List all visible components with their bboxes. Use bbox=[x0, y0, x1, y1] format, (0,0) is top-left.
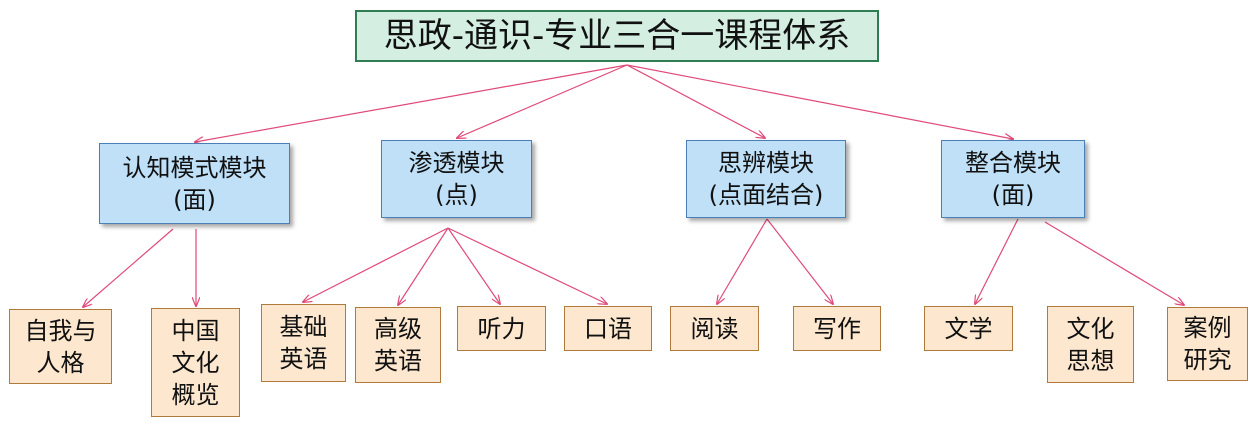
root-node: 思政-通识-专业三合一课程体系 bbox=[355, 10, 879, 62]
leaf-node-advanced-english: 高级 英语 bbox=[355, 307, 441, 383]
edge-module-2-to-leaf-5 bbox=[447, 227, 500, 304]
leaf-node-speaking: 口语 bbox=[564, 306, 652, 351]
edge-module-3-to-leaf-7 bbox=[717, 218, 768, 304]
leaf-node-literature: 文学 bbox=[924, 306, 1013, 351]
module-node-cognitive: 认知模式模块 (面) bbox=[99, 143, 290, 224]
edge-module-1-to-leaf-1 bbox=[83, 228, 174, 307]
leaf-node-reading: 阅读 bbox=[670, 306, 759, 351]
leaf-node-writing: 写作 bbox=[793, 306, 881, 351]
edge-module-2-to-leaf-4 bbox=[398, 227, 449, 305]
leaf-node-self-and-personality: 自我与 人格 bbox=[9, 309, 112, 384]
edge-root-to-module-1 bbox=[195, 64, 628, 142]
edge-root-to-module-2 bbox=[457, 64, 628, 138]
edge-module-3-to-leaf-8 bbox=[766, 218, 833, 304]
edge-root-to-module-3 bbox=[626, 64, 765, 138]
edge-module-2-to-leaf-3 bbox=[303, 227, 449, 302]
module-node-critical-thinking: 思辨模块 (点面结合) bbox=[686, 140, 846, 218]
leaf-node-listening: 听力 bbox=[457, 306, 546, 351]
leaf-node-case-study: 案例 研究 bbox=[1167, 307, 1248, 381]
leaf-node-chinese-culture-overview: 中国 文化 概览 bbox=[151, 308, 240, 417]
edge-module-2-to-leaf-6 bbox=[447, 227, 607, 304]
module-node-integration: 整合模块 (面) bbox=[941, 140, 1085, 218]
edge-module-4-to-leaf-11 bbox=[1044, 221, 1184, 305]
module-node-penetration: 渗透模块 (点) bbox=[381, 140, 532, 218]
leaf-node-basic-english: 基础 英语 bbox=[261, 304, 346, 382]
leaf-node-cultural-thought: 文化 思想 bbox=[1047, 306, 1134, 383]
edge-module-4-to-leaf-9 bbox=[975, 218, 1019, 304]
edge-root-to-module-4 bbox=[626, 64, 1013, 139]
